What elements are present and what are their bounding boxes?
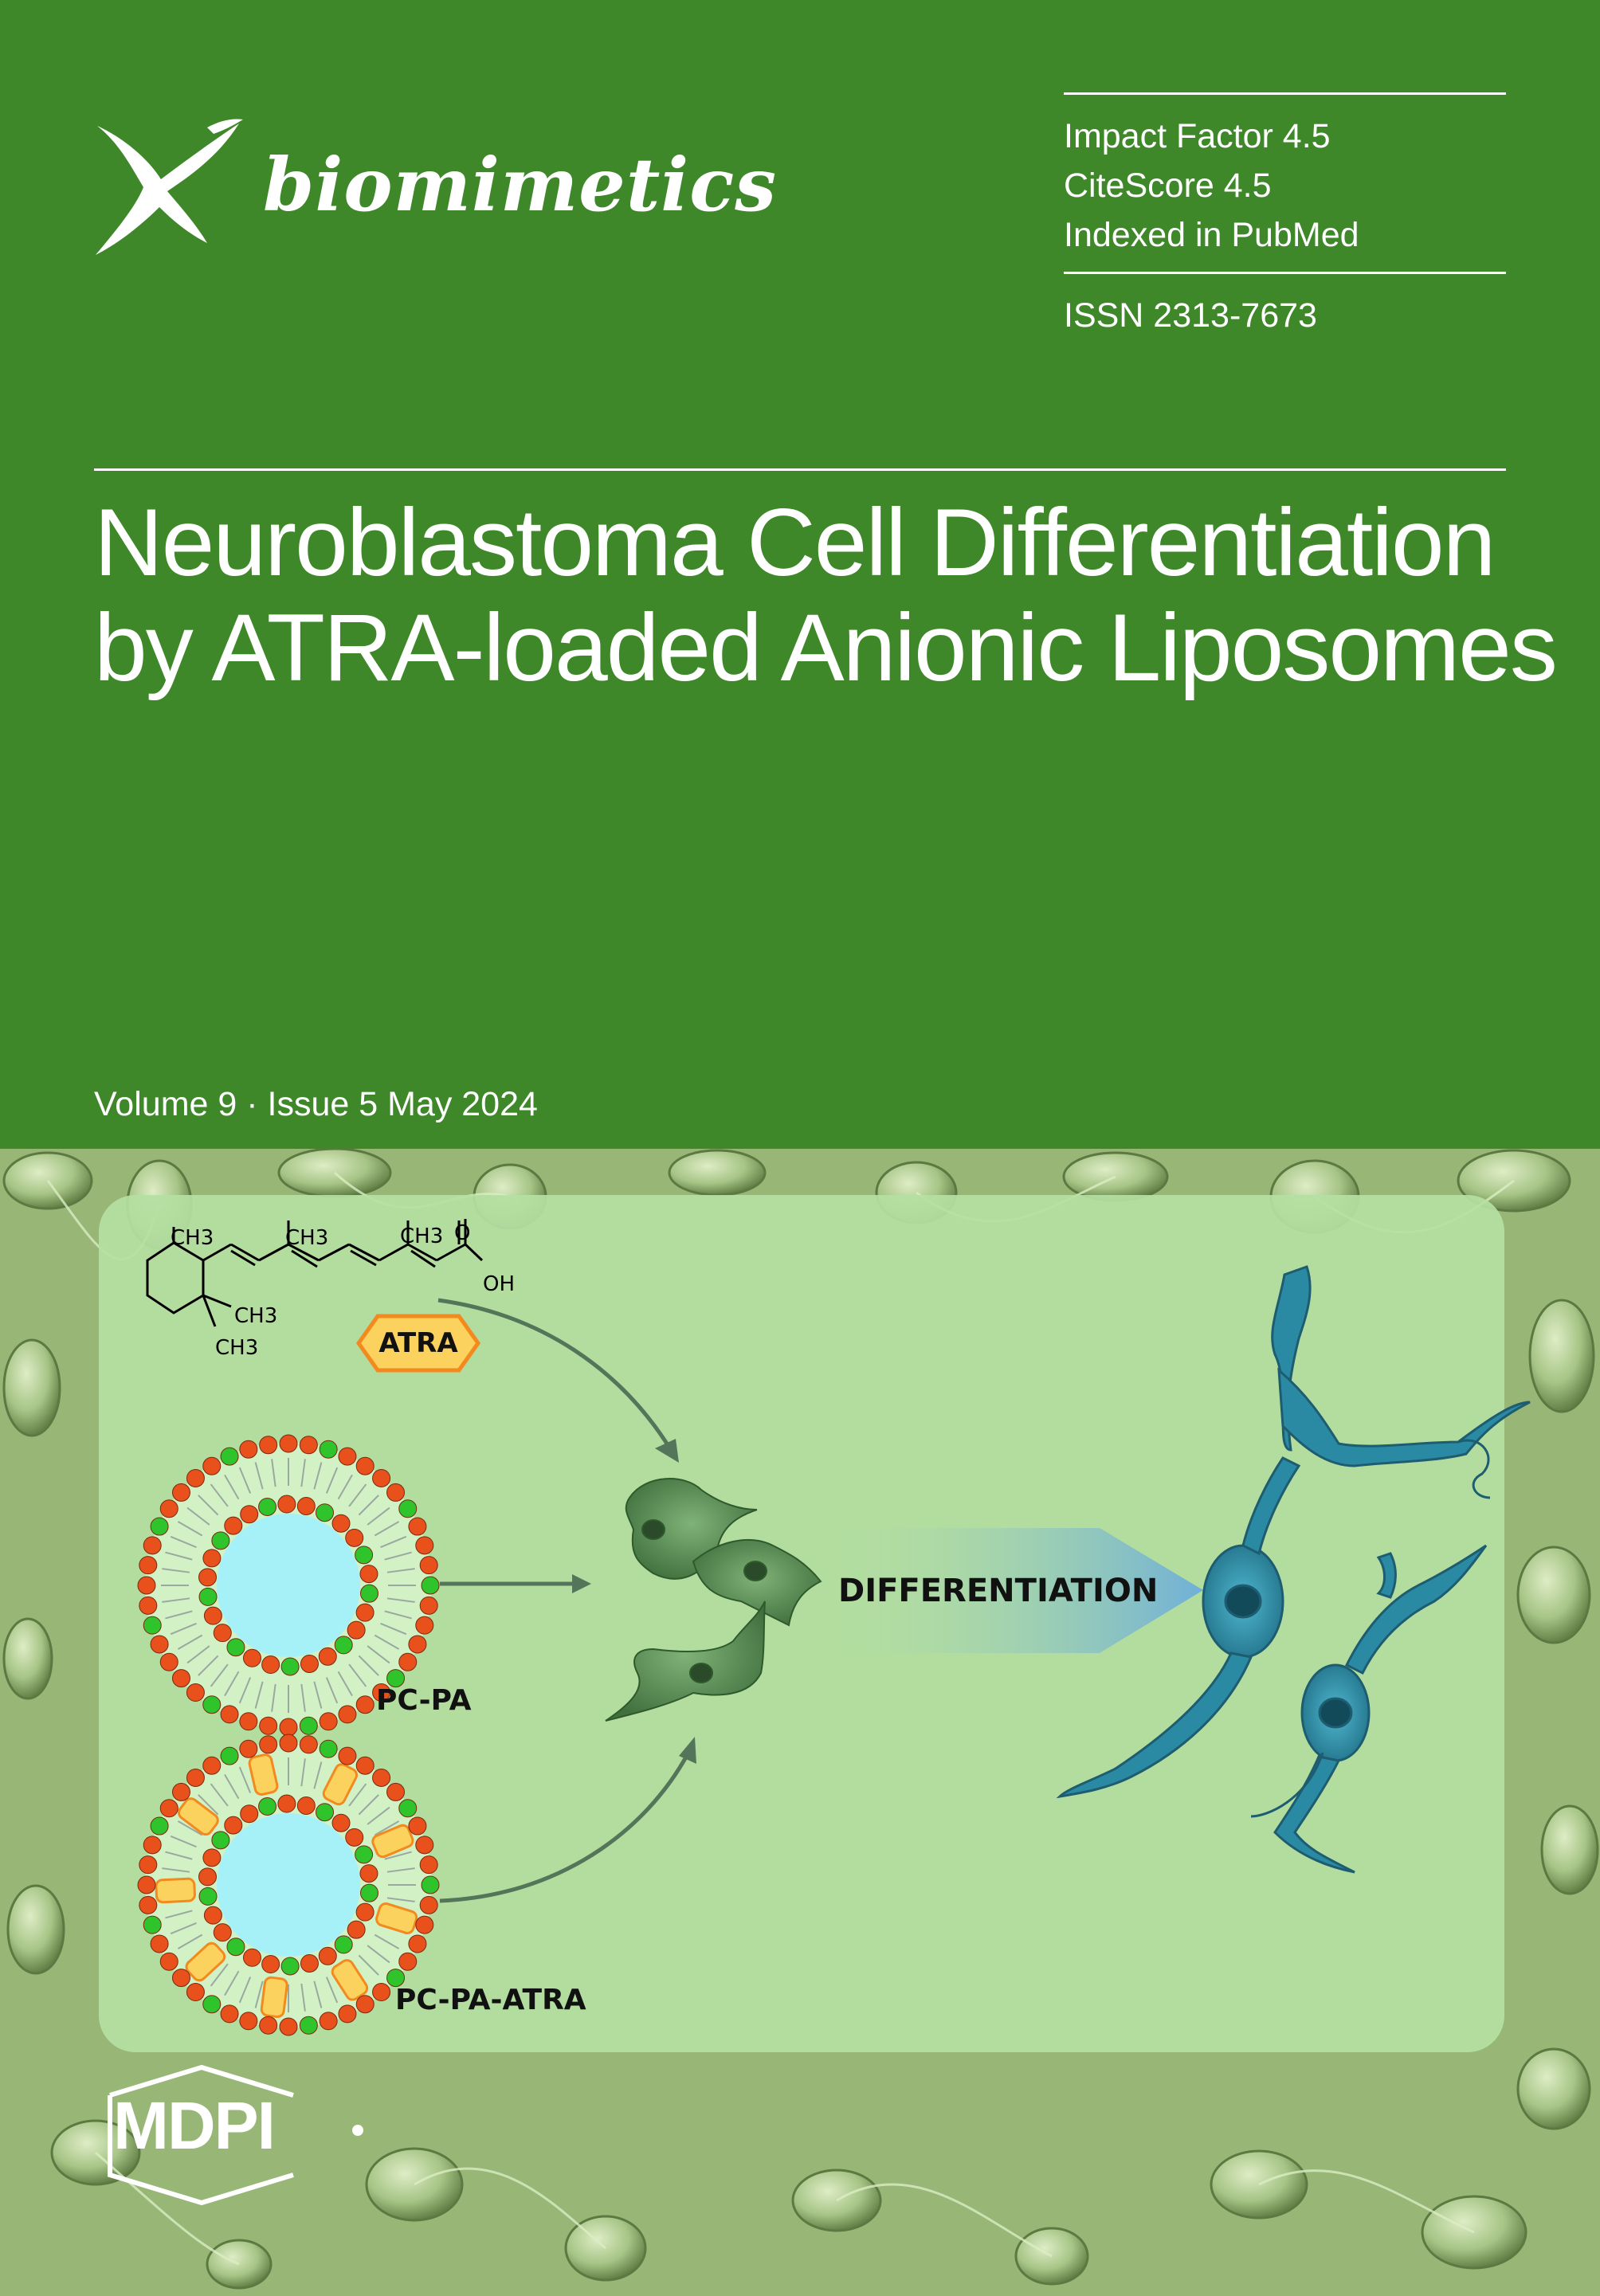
pc-pa-atra-label: PC-PA-ATRA xyxy=(395,1984,586,2016)
ch3-label-d: CH3 xyxy=(234,1304,277,1328)
article-title: Neuroblastoma Cell Differentiation by AT… xyxy=(94,489,1558,701)
ch3-label-e: CH3 xyxy=(215,1336,258,1360)
citescore: CiteScore 4.5 xyxy=(1064,167,1272,205)
title-rule xyxy=(94,468,1506,471)
liposome-pc-pa-atra xyxy=(137,1734,440,2036)
issue-info: Volume 9 · Issue 5 May 2024 xyxy=(94,1085,538,1123)
undifferentiated-cells xyxy=(605,1478,822,1722)
arrow-atra xyxy=(437,1298,673,1452)
metrics-bottom-rule xyxy=(1064,272,1506,274)
atra-label: ATRA xyxy=(378,1327,458,1359)
oh-label: OH xyxy=(483,1272,515,1296)
ch3-label-a: CH3 xyxy=(171,1226,214,1250)
header-band: biomimetics Impact Factor 4.5 CiteScore … xyxy=(94,92,1558,1123)
mdpi-logo-text: MDPI xyxy=(113,2088,276,2163)
atra-badge xyxy=(355,1314,481,1373)
ch3-label-c: CH3 xyxy=(400,1224,443,1248)
impact-factor: Impact Factor 4.5 xyxy=(1064,117,1331,155)
neuron-cells xyxy=(1056,1265,1531,1874)
mdpi-logo-icon xyxy=(108,2064,294,2206)
metrics-top-rule xyxy=(1064,92,1506,95)
mdpi-dot xyxy=(352,2125,363,2136)
indexed-pubmed: Indexed in PubMed xyxy=(1064,216,1359,254)
bird-logo-icon xyxy=(96,119,243,255)
journal-name: biomimetics xyxy=(263,142,778,228)
title-line-1: Neuroblastoma Cell Differentiation xyxy=(94,489,1496,596)
atra-structure xyxy=(146,1219,484,1327)
arrow-pcpa-atra xyxy=(439,1751,691,1903)
differentiation-arrow xyxy=(813,1528,1203,1653)
ch3-label-b: CH3 xyxy=(285,1226,328,1250)
liposome-pc-pa xyxy=(137,1434,440,1737)
pc-pa-label: PC-PA xyxy=(376,1684,472,1717)
issn: ISSN 2313-7673 xyxy=(1064,296,1317,335)
oxygen-label: O xyxy=(454,1221,470,1245)
differentiation-label: DIFFERENTIATION xyxy=(838,1573,1158,1609)
title-line-2: by ATRA-loaded Anionic Liposomes xyxy=(94,594,1558,701)
graphical-abstract: CH3 CH3 CH3 CH3 CH3 O OH ATRA PC-PA PC-P… xyxy=(137,1219,1531,2036)
